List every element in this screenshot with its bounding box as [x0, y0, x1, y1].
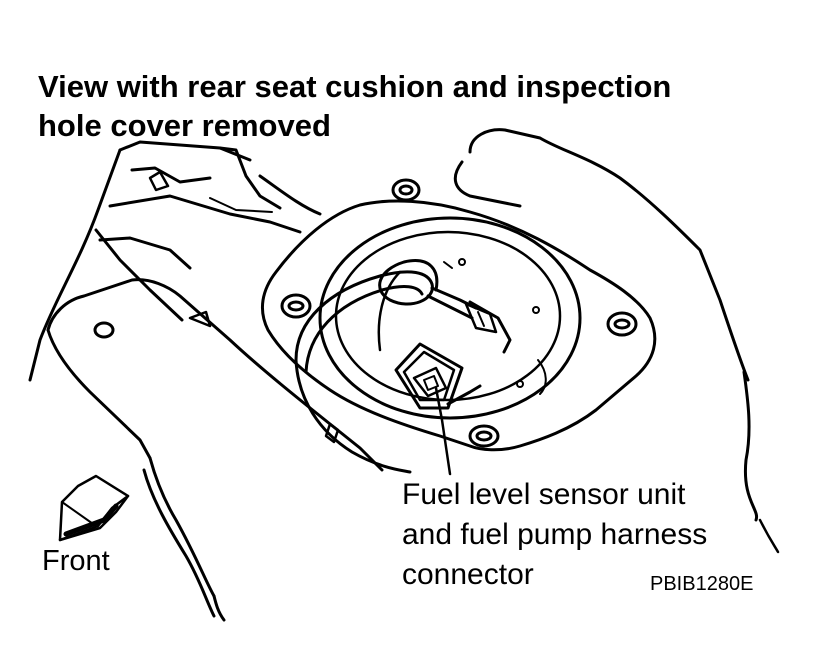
- seat-frame-structure: [28, 140, 322, 382]
- figure-code: PBIB1280E: [650, 573, 754, 595]
- inspection-hole-flange: [261, 178, 657, 452]
- callout-label-line-2: and fuel pump harness: [402, 518, 708, 551]
- cushion-frame-panel: [46, 278, 384, 622]
- sensor-unit-cap: [318, 216, 582, 420]
- fuel-pump-harness-wire: [294, 259, 512, 474]
- callout-leader-line: [434, 386, 452, 476]
- front-arrow-icon: [58, 474, 130, 542]
- diagram-title-line-2: hole cover removed: [38, 108, 331, 143]
- floor-panel-outline: [453, 128, 780, 554]
- flange-bolt: [468, 424, 500, 448]
- front-direction-label: Front: [42, 545, 110, 577]
- flange-bolt: [280, 293, 312, 319]
- diagram-title-line-1: View with rear seat cushion and inspecti…: [38, 69, 672, 104]
- flange-bolt: [606, 311, 638, 337]
- callout-label-line-1: Fuel level sensor unit: [402, 478, 686, 511]
- flange-bolt: [391, 178, 421, 202]
- harness-connector: [394, 342, 482, 410]
- callout-label-line-3: connector: [402, 558, 534, 591]
